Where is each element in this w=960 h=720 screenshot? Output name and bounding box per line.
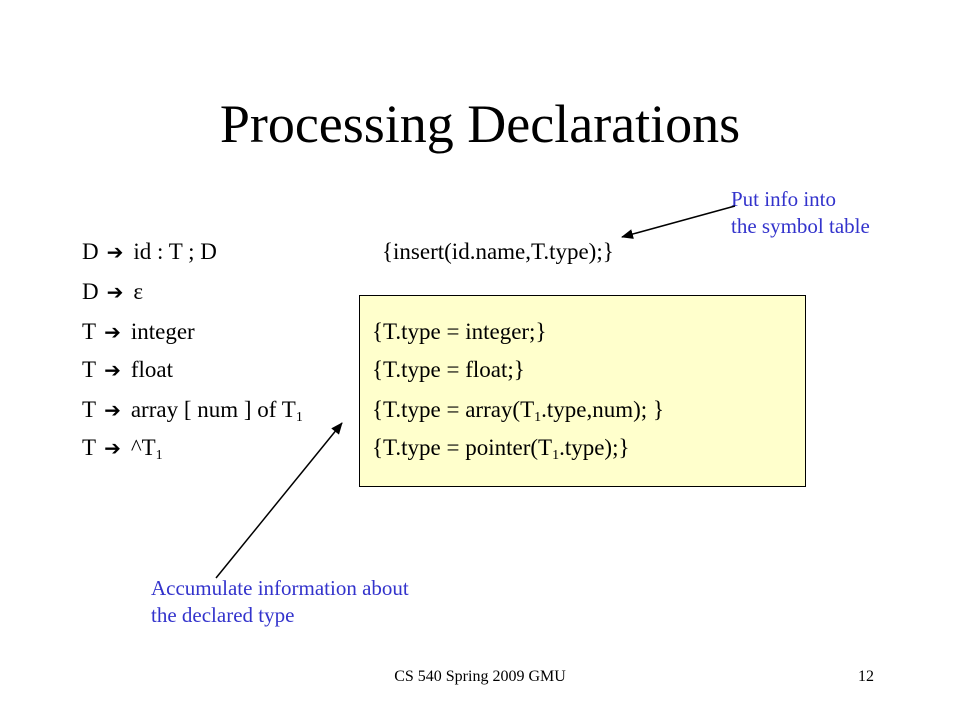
rule-lhs: T xyxy=(82,435,97,460)
rule-lhs: T xyxy=(82,319,97,344)
action-array-suffix: .type,num); } xyxy=(541,397,664,422)
action-float: {T.type = float;} xyxy=(372,357,525,382)
rule-lhs: D xyxy=(82,279,99,304)
action-array-prefix: {T.type = array(T xyxy=(372,397,535,422)
rule-lhs: D xyxy=(82,239,99,264)
rule-rhs: array [ num ] of T xyxy=(130,397,296,422)
action-pointer-subscript: 1 xyxy=(552,448,560,463)
grammar-rule-d-epsilon: D ➔ ε xyxy=(82,277,143,307)
insert-action: {insert(id.name,T.type);} xyxy=(382,239,614,264)
rule-lhs: T xyxy=(82,397,97,422)
action-pointer-prefix: {T.type = pointer(T xyxy=(372,435,553,460)
rule-rhs: id : T ; D xyxy=(133,239,217,264)
rule-subscript: 1 xyxy=(295,410,303,425)
action-pointer-suffix: .type);} xyxy=(559,435,630,460)
right-arrow-icon: ➔ xyxy=(104,320,121,344)
footer-course: CS 540 Spring 2009 GMU xyxy=(394,668,566,685)
semantic-actions-box xyxy=(359,295,806,487)
grammar-rule-d-id: D ➔ id : T ; D xyxy=(82,237,217,267)
right-arrow-icon: ➔ xyxy=(106,280,124,304)
accumulate-note: Accumulate information about the declare… xyxy=(151,575,409,629)
action-integer: {T.type = integer;} xyxy=(372,319,547,344)
note-line: the symbol table xyxy=(731,214,870,238)
right-arrow-icon: ➔ xyxy=(104,358,121,382)
page-number: 12 xyxy=(858,668,874,685)
rule-lhs: T xyxy=(82,357,97,382)
grammar-rule-t-integer: T ➔ integer xyxy=(82,317,195,347)
grammar-rule-t-pointer: T ➔ ^T1 xyxy=(82,433,163,463)
grammar-rule-t-array: T ➔ array [ num ] of T1 xyxy=(82,395,303,425)
action-pointer: {T.type = pointer(T1.type);} xyxy=(372,433,630,463)
grammar-rule-t-float: T ➔ float xyxy=(82,355,173,385)
slide-title: Processing Declarations xyxy=(219,94,741,154)
right-arrow-icon: ➔ xyxy=(104,398,121,422)
right-arrow-icon: ➔ xyxy=(104,436,121,460)
rule-rhs: float xyxy=(130,357,173,382)
action-array-subscript: 1 xyxy=(534,410,542,425)
accumulate-arrow xyxy=(215,422,343,579)
rule-rhs: ε xyxy=(133,279,144,304)
rule-rhs: integer xyxy=(130,319,195,344)
symbol-table-arrow xyxy=(621,205,736,239)
symbol-table-note: Put info into the symbol table xyxy=(731,186,870,240)
note-line: Accumulate information about xyxy=(151,576,409,600)
action-array: {T.type = array(T1.type,num); } xyxy=(372,395,664,425)
note-line: Put info into xyxy=(731,187,837,211)
rule-rhs: ^T xyxy=(130,435,156,460)
right-arrow-icon: ➔ xyxy=(106,240,124,264)
rule-subscript: 1 xyxy=(155,448,163,463)
note-line: the declared type xyxy=(151,603,295,627)
